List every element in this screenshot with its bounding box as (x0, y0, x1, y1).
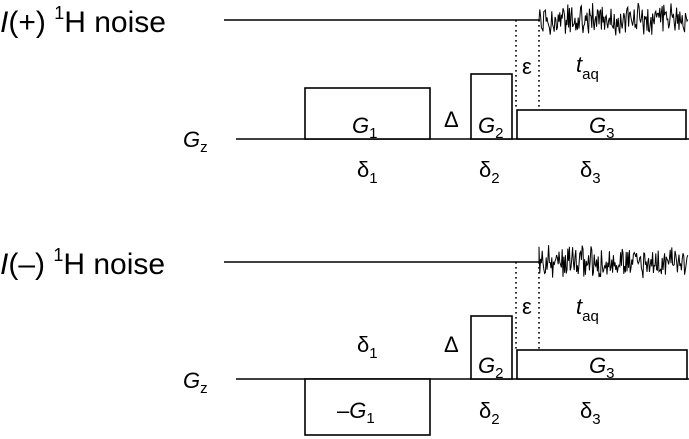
channel-label: I(–) 1H noise (0, 245, 165, 281)
delta-interval-label: Δ (444, 107, 459, 132)
panel-positive: I(+) 1H noise Gz G1 G2 G3 Δ ε taq δ1 δ2 … (0, 2, 689, 187)
gradient-pulse-g2 (470, 315, 513, 380)
delta3-label: δ3 (580, 398, 601, 428)
gradient-pulse-g1 (304, 378, 431, 436)
acquisition-noise (538, 245, 689, 279)
g3-label: G3 (589, 353, 614, 382)
delta3-label: δ3 (580, 157, 601, 187)
acquisition-time-label: taq (576, 52, 599, 83)
delta2-label: δ2 (479, 398, 500, 428)
gradient-axis-label: Gz (183, 127, 208, 156)
gradient-pulse-g3 (516, 109, 687, 140)
epsilon-label: ε (522, 54, 532, 79)
delta2-label: δ2 (479, 157, 500, 187)
epsilon-label: ε (522, 294, 532, 319)
delta1-label: δ1 (357, 157, 378, 187)
g2-label: G2 (478, 113, 503, 142)
channel-label: I(+) 1H noise (0, 3, 166, 39)
acquisition-time-label: taq (576, 294, 599, 325)
gradient-axis-label: Gz (183, 368, 208, 397)
g1-label: G1 (352, 113, 377, 142)
gradient-pulse-g3 (516, 349, 688, 380)
gradient-pulse-g1 (304, 87, 431, 140)
delta1-label: δ1 (357, 332, 378, 362)
gradient-pulse-g2 (470, 73, 513, 140)
panel-negative: I(–) 1H noise Gz –G1 G2 G3 Δ ε taq δ1 δ2… (0, 245, 689, 436)
g2-label: G2 (478, 353, 503, 382)
g1-label: –G1 (337, 398, 375, 427)
acquisition-noise (538, 2, 689, 36)
g3-label: G3 (589, 113, 614, 142)
delta-interval-label: Δ (444, 332, 459, 357)
